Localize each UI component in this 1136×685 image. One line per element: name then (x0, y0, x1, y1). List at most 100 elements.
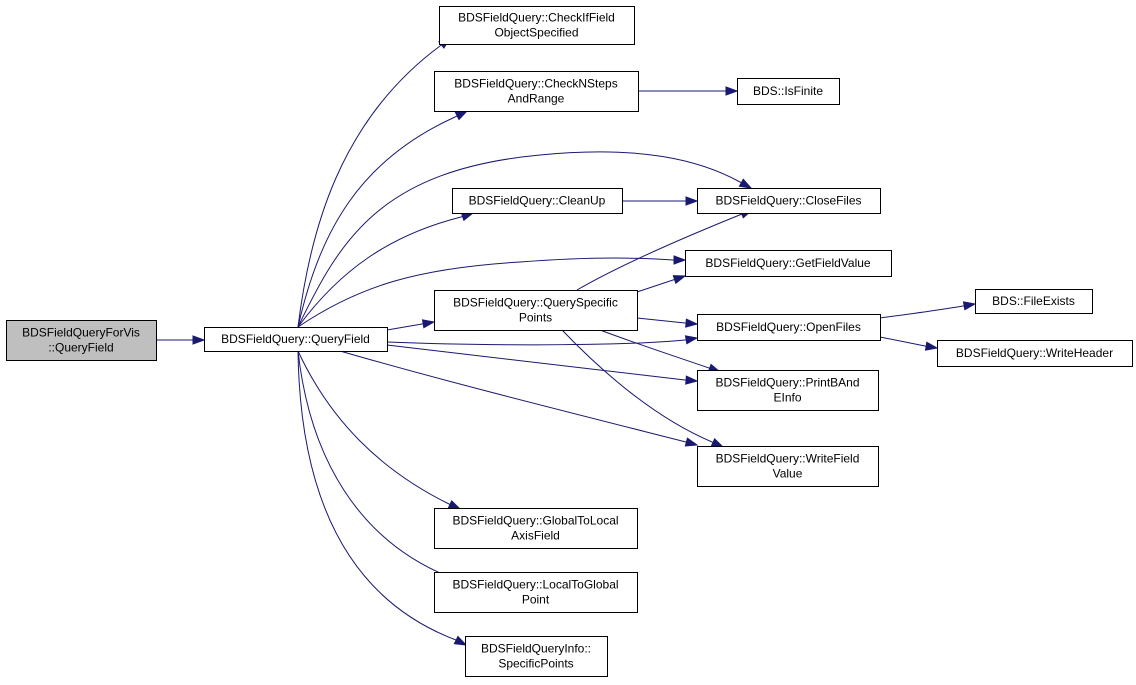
edge-check-nsteps-and-range-to-is-finite (638, 86, 739, 96)
node-label: AxisField (511, 529, 560, 543)
edge-line (599, 329, 710, 369)
node-label: BDS::IsFinite (753, 84, 823, 98)
node-box[interactable] (434, 71, 639, 112)
edge-line (297, 116, 456, 328)
node-label: EInfo (773, 391, 801, 405)
node-label: BDSFieldQuery::QuerySpecific (453, 296, 618, 310)
node-query-field-for-vis[interactable]: BDSFieldQueryForVis::QueryField (6, 320, 157, 361)
arrowhead-icon (738, 178, 753, 189)
node-label: BDSFieldQuery::GetFieldValue (705, 256, 871, 270)
edge-query-specific-points-to-get-field-value (636, 275, 687, 293)
node-label: BDSFieldQuery::PrintBAnd (715, 376, 859, 390)
arrowhead-icon (685, 375, 699, 385)
edge-line (561, 329, 713, 443)
node-label: BDSFieldQuery::WriteField (716, 452, 860, 466)
node-box[interactable] (452, 188, 623, 214)
edge-open-files-to-write-header (879, 336, 939, 351)
edge-line (339, 350, 687, 443)
node-box[interactable] (434, 508, 638, 549)
edge-line-tail (672, 279, 675, 281)
node-write-header[interactable]: BDSFieldQuery::WriteHeader (937, 340, 1133, 367)
arrowhead-icon (421, 319, 436, 329)
arrowhead-icon (684, 335, 699, 345)
node-box[interactable] (697, 446, 879, 487)
arrowhead-icon (684, 437, 699, 447)
arrowhead-icon (685, 196, 699, 206)
node-label: ::QueryField (48, 341, 113, 355)
node-label: BDSFieldQuery::QueryField (221, 332, 370, 346)
edge-query-field-to-open-files (386, 335, 699, 346)
edge-line-tail (739, 181, 742, 184)
node-open-files[interactable]: BDSFieldQuery::OpenFiles (697, 314, 881, 341)
edge-query-field-to-get-field-value (297, 255, 687, 328)
node-clean-up[interactable]: BDSFieldQuery::CleanUp (452, 188, 623, 214)
node-box[interactable] (465, 636, 608, 677)
node-box[interactable] (697, 370, 879, 411)
node-label: Points (519, 311, 552, 325)
node-box[interactable] (697, 188, 881, 214)
node-specific-points[interactable]: BDSFieldQueryInfo::SpecificPoints (465, 636, 608, 677)
edge-query-field-to-print-b-and-e-info (386, 344, 699, 385)
node-file-exists[interactable]: BDS::FileExists (975, 289, 1093, 314)
edge-query-field-for-vis-to-query-field (157, 335, 206, 345)
node-box[interactable] (975, 289, 1093, 314)
node-box[interactable] (434, 290, 638, 331)
node-label: Value (773, 467, 803, 481)
node-check-if-field-object-specified[interactable]: BDSFieldQuery::CheckIfFieldObjectSpecifi… (439, 6, 635, 45)
node-label: BDSFieldQuery::CloseFiles (715, 194, 861, 208)
edge-line (636, 279, 674, 293)
arrowhead-icon (962, 301, 977, 311)
node-box[interactable] (439, 6, 635, 45)
edge-line (386, 344, 686, 381)
node-query-field[interactable]: BDSFieldQuery::QueryField (204, 327, 388, 352)
edge-query-field-to-close-files (297, 151, 753, 328)
edge-line (297, 216, 462, 328)
edge-line (297, 257, 674, 328)
edge-query-field-to-check-nsteps-and-range (297, 110, 469, 328)
edge-line-tail (439, 44, 442, 47)
node-is-finite[interactable]: BDS::IsFinite (737, 78, 840, 105)
node-get-field-value[interactable]: BDSFieldQuery::GetFieldValue (685, 250, 892, 277)
node-box[interactable] (204, 327, 388, 352)
arrowhead-icon (447, 499, 462, 510)
graph-nodes: BDSFieldQueryForVis::QueryFieldBDSFieldQ… (6, 6, 1133, 677)
edge-line (297, 151, 741, 328)
node-box[interactable] (737, 78, 840, 105)
node-label: BDSFieldQuery::CheckNSteps (454, 77, 617, 91)
node-label: BDSFieldQueryInfo:: (481, 642, 591, 656)
node-label: BDSFieldQueryForVis (22, 326, 140, 340)
arrowhead-icon (454, 110, 469, 121)
arrowhead-icon (685, 318, 699, 328)
node-label: ObjectSpecified (494, 26, 578, 40)
node-label: BDSFieldQuery::CheckIfField (458, 11, 615, 25)
arrowhead-icon (672, 275, 687, 285)
edge-line (297, 45, 441, 328)
edge-line (879, 305, 964, 319)
node-box[interactable] (6, 320, 157, 361)
node-box[interactable] (685, 250, 892, 277)
node-box[interactable] (697, 314, 881, 341)
arrowhead-icon (725, 86, 739, 96)
node-close-files[interactable]: BDSFieldQuery::CloseFiles (697, 188, 881, 214)
edge-line (297, 350, 448, 577)
edge-line (386, 323, 423, 331)
edge-line-tail (454, 115, 458, 118)
arrowhead-icon (924, 341, 939, 351)
edge-query-field-to-query-specific-points (386, 319, 436, 331)
node-label: BDSFieldQuery::WriteHeader (956, 346, 1113, 360)
node-box[interactable] (937, 340, 1133, 367)
arrowhead-icon (192, 335, 206, 345)
arrowhead-icon (673, 255, 687, 265)
node-label: AndRange (508, 92, 565, 106)
node-label: BDSFieldQuery::CleanUp (469, 194, 606, 208)
arrowhead-icon (453, 635, 468, 646)
node-box[interactable] (434, 572, 638, 613)
edge-open-files-to-file-exists (879, 301, 977, 319)
